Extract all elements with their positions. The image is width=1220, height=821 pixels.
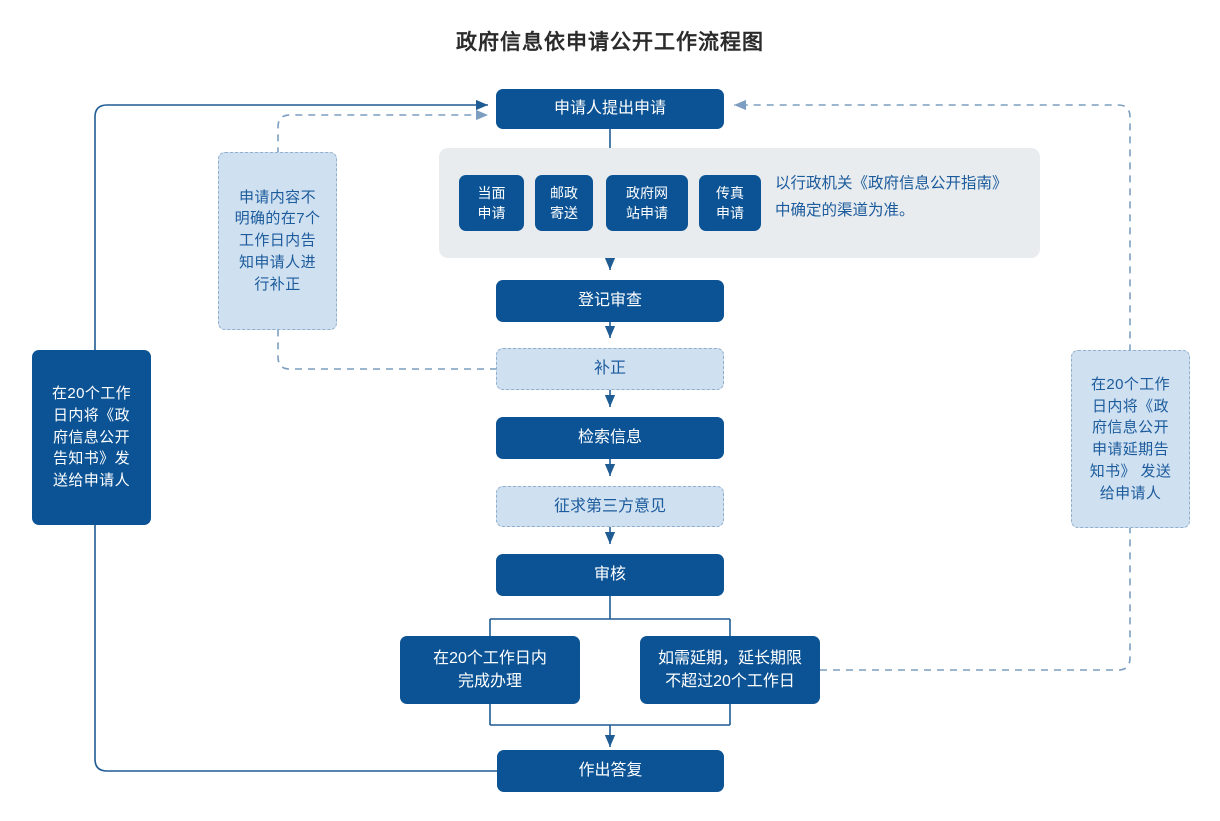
channel-note-text: 以行政机关《政府信息公开指南》 中确定的渠道为准。 [775, 175, 1008, 220]
annotation-reply-note-label: 在20个工作 日内将《政 府信息公开 告知书》发 送给申请人 [51, 385, 132, 490]
node-channel-fax-label: 传真 申请 [716, 184, 744, 221]
node-examination[interactable]: 审核 [496, 554, 724, 596]
node-third-party-opinion[interactable]: 征求第三方意见 [496, 486, 724, 527]
annotation-extension-note-label: 在20个工作 日内将《政 府信息公开 申请延期告 知书》 发送 给申请人 [1089, 375, 1172, 502]
node-registration-review[interactable]: 登记审查 [496, 280, 724, 322]
node-correction-label: 补正 [593, 360, 626, 378]
node-make-reply[interactable]: 作出答复 [497, 750, 724, 792]
node-complete-on-time[interactable]: 在20个工作日内 完成办理 [400, 636, 580, 704]
node-channel-fax[interactable]: 传真 申请 [699, 175, 761, 231]
node-correction[interactable]: 补正 [496, 348, 724, 390]
annotation-correction-note[interactable]: 申请内容不 明确的在7个 工作日内告 知申请人进 行补正 [218, 152, 337, 330]
node-examination-label: 审核 [593, 566, 626, 584]
node-channel-postal-label: 邮政 寄送 [550, 184, 578, 221]
node-third-party-opinion-label: 征求第三方意见 [553, 497, 666, 515]
node-start[interactable]: 申请人提出申请 [496, 89, 724, 129]
node-retrieve-info[interactable]: 检索信息 [496, 417, 724, 459]
annotation-correction-note-label: 申请内容不 明确的在7个 工作日内告 知申请人进 行补正 [234, 188, 321, 293]
node-complete-on-time-label: 在20个工作日内 完成办理 [433, 649, 547, 690]
node-channel-website[interactable]: 政府网 站申请 [606, 175, 688, 231]
annotation-extension-note[interactable]: 在20个工作 日内将《政 府信息公开 申请延期告 知书》 发送 给申请人 [1071, 350, 1190, 528]
node-channel-in-person-label: 当面 申请 [477, 184, 506, 221]
node-make-reply-label: 作出答复 [578, 762, 643, 780]
node-extension-label: 如需延期，延长期限 不超过20个工作日 [657, 649, 802, 690]
node-channel-postal[interactable]: 邮政 寄送 [535, 175, 593, 231]
node-channel-in-person[interactable]: 当面 申请 [459, 175, 524, 231]
node-registration-review-label: 登记审查 [577, 292, 642, 310]
annotation-reply-note[interactable]: 在20个工作 日内将《政 府信息公开 告知书》发 送给申请人 [32, 350, 151, 525]
page-title: 政府信息依申请公开工作流程图 [456, 31, 764, 54]
node-channel-website-label: 政府网 站申请 [626, 184, 668, 221]
node-start-label: 申请人提出申请 [553, 100, 666, 118]
node-retrieve-info-label: 检索信息 [577, 429, 642, 447]
node-extension[interactable]: 如需延期，延长期限 不超过20个工作日 [640, 636, 820, 704]
